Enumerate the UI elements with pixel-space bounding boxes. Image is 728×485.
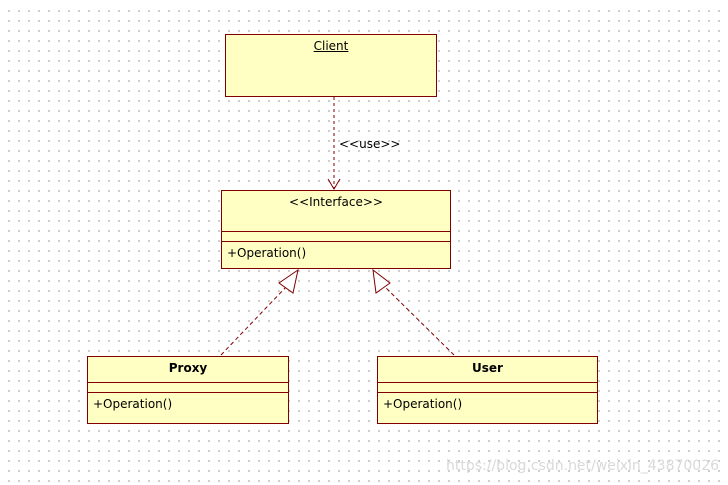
user-operation: +Operation() — [383, 397, 463, 411]
proxy-realization-arrowhead — [278, 268, 299, 294]
proxy-operations-compartment: +Operation() — [88, 393, 288, 415]
proxy-operation: +Operation() — [93, 397, 173, 411]
user-operations-compartment: +Operation() — [378, 393, 597, 415]
client-class-name: Client — [313, 39, 349, 53]
top-margin — [0, 0, 728, 10]
user-realization-line — [383, 285, 455, 356]
watermark-text: https://blog.csdn.net/weixin_43870026 — [446, 458, 720, 474]
user-name-compartment: User — [378, 357, 597, 383]
interface-stereotype: <<Interface>> — [289, 195, 383, 209]
proxy-name-compartment: Proxy — [88, 357, 288, 383]
interface-attributes-compartment — [222, 232, 450, 242]
user-attributes-compartment — [378, 383, 597, 393]
client-class[interactable]: Client — [225, 34, 437, 97]
proxy-attributes-compartment — [88, 383, 288, 393]
interface-class[interactable]: <<Interface>> +Operation() — [221, 190, 451, 269]
user-realization-arrowhead — [372, 268, 391, 294]
use-dependency-arrowhead — [327, 178, 341, 190]
user-class[interactable]: User +Operation() — [377, 356, 598, 424]
interface-operation: +Operation() — [227, 246, 307, 260]
proxy-class-name: Proxy — [168, 361, 208, 375]
proxy-realization-line — [220, 285, 288, 356]
proxy-class[interactable]: Proxy +Operation() — [87, 356, 289, 424]
interface-operations-compartment: +Operation() — [222, 242, 450, 264]
interface-name-compartment: <<Interface>> — [222, 191, 450, 232]
user-class-name: User — [472, 361, 503, 375]
use-dependency-label: <<use>> — [339, 137, 401, 151]
